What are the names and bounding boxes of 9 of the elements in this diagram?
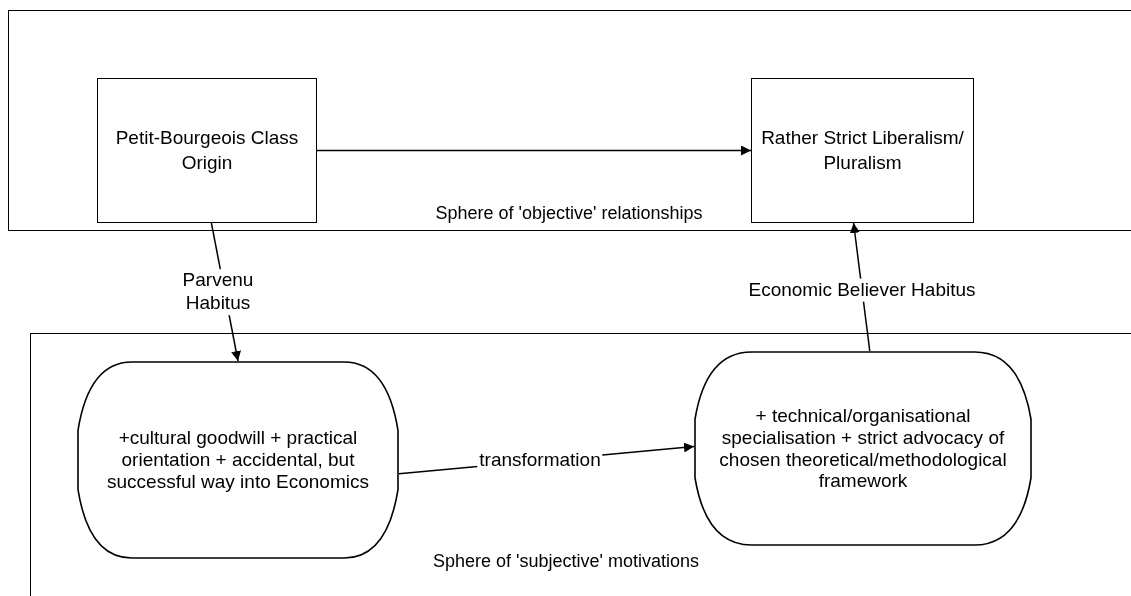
- sphere-region: [30, 333, 1131, 596]
- motivation-text: +cultural goodwill + practical orientation + accidental, but successful way into Economics: [106, 427, 370, 493]
- sphere-label: Sphere of 'subjective' motivations: [433, 551, 699, 572]
- motivation-text: + technical/organisational specialisation + strict advocacy of chosen theoretical/methodological framework: [718, 404, 1008, 493]
- concept-box: Petit-Bourgeois Class Origin: [97, 78, 317, 223]
- sphere-region: [8, 10, 1131, 231]
- arrow: [316, 145, 752, 156]
- concept-box: Rather Strict Liberalism/ Pluralism: [751, 78, 974, 223]
- sphere-label: Sphere of 'objective' relationships: [435, 203, 703, 224]
